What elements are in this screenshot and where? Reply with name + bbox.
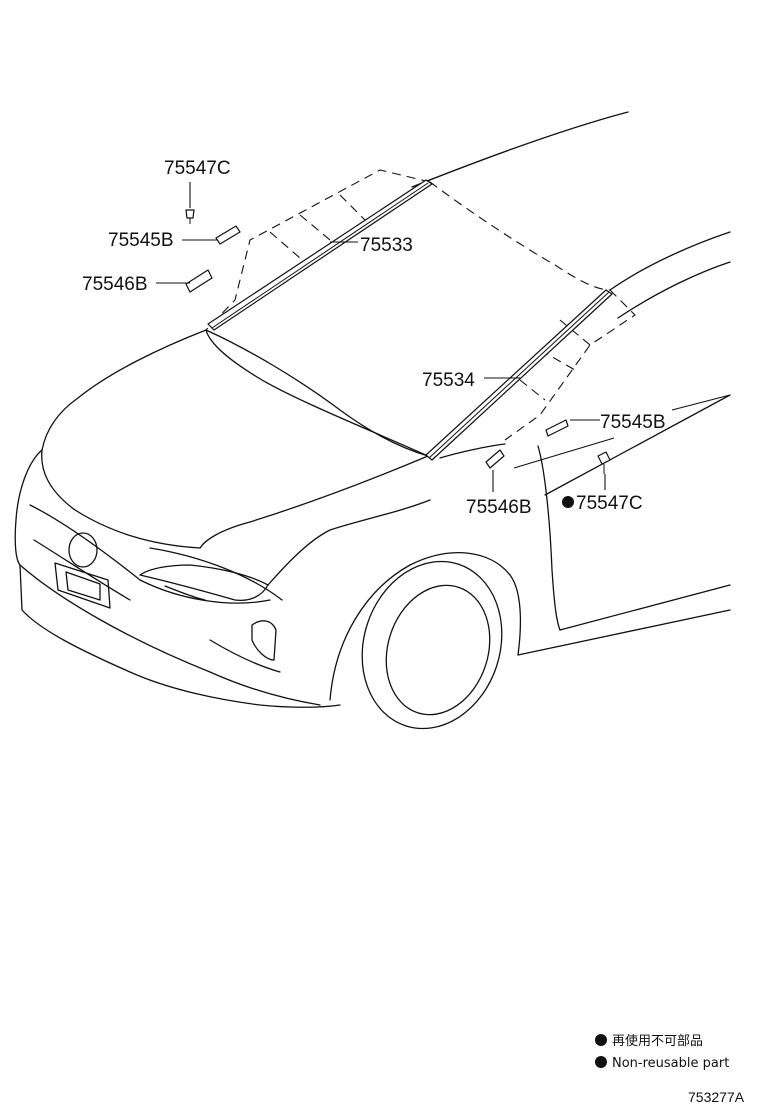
bracket-75546B-bottom	[485, 449, 505, 469]
legend-japanese: 再使用不可部品	[612, 1033, 703, 1049]
windshield-glass-outline	[205, 169, 636, 457]
bracket-75545B-right	[545, 419, 569, 437]
legend-marker-en	[595, 1056, 607, 1068]
callout-75545B-top: 75545B	[108, 230, 174, 251]
legend-english: Non-reusable part	[612, 1056, 729, 1071]
legend: 再使用不可部品 Non-reusable part	[595, 1033, 729, 1071]
leader-lines	[156, 182, 731, 492]
moulding-75534-shape	[425, 289, 613, 461]
callout-75547C-top: 75547C	[164, 158, 231, 179]
clip-75547C-top	[185, 209, 195, 224]
callout-75547C-bottom: 75547C	[576, 493, 643, 514]
callout-75546B-top: 75546B	[82, 274, 148, 295]
callout-75534: 75534	[422, 370, 475, 391]
non-reusable-marker	[562, 496, 574, 508]
legend-marker-jp	[595, 1034, 607, 1046]
moulding-75533-shape	[207, 179, 433, 331]
callout-75545B-right: 75545B	[600, 412, 666, 433]
bracket-75546B-top	[185, 269, 213, 293]
bracket-75545B-top	[215, 225, 241, 245]
callout-75546B-bottom: 75546B	[466, 497, 532, 518]
car-body-outline	[14, 111, 731, 730]
clip-75547C-bottom	[597, 451, 611, 474]
figure-code: 753277A	[688, 1089, 745, 1105]
callout-75533: 75533	[360, 235, 413, 256]
